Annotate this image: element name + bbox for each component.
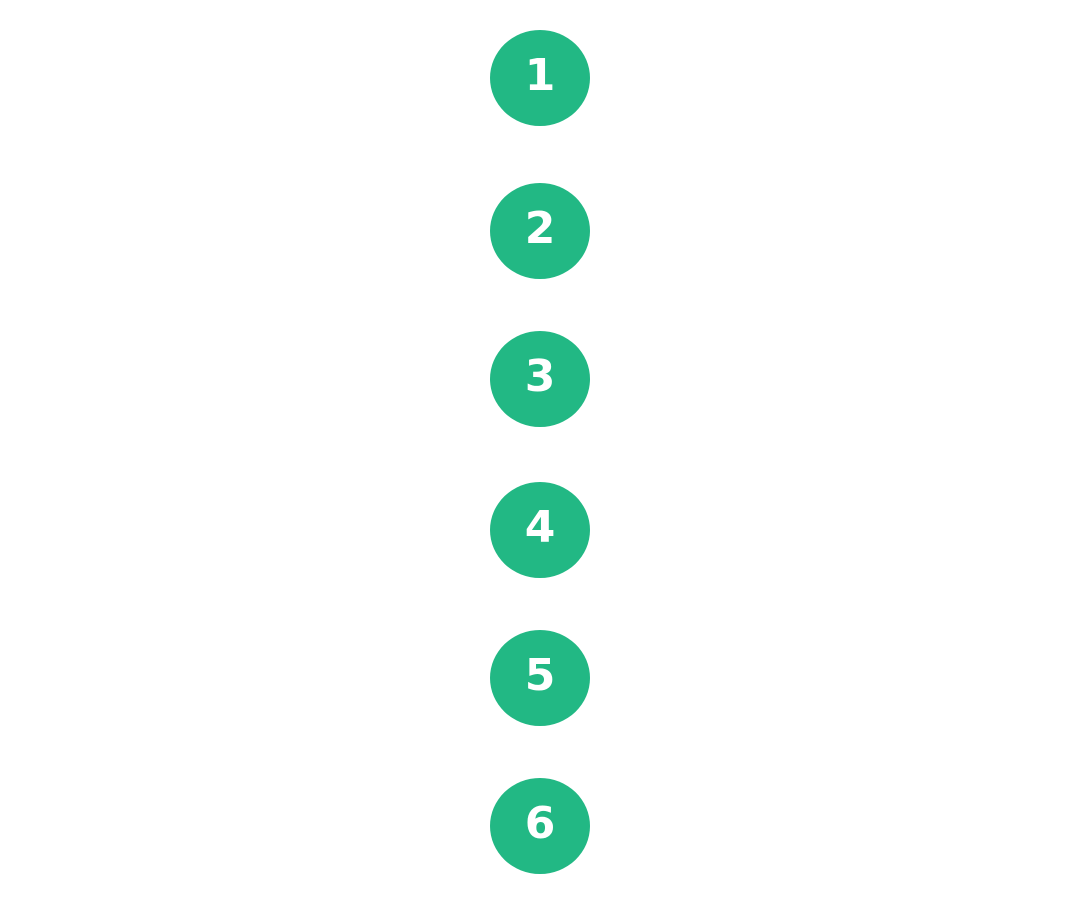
step-circle-5: 5 bbox=[490, 630, 590, 726]
step-circle-3: 3 bbox=[490, 331, 590, 427]
step-circle-6: 6 bbox=[490, 778, 590, 874]
step-number: 3 bbox=[524, 351, 556, 402]
step-number: 1 bbox=[524, 50, 556, 101]
step-number: 5 bbox=[524, 650, 556, 701]
step-number: 4 bbox=[524, 502, 556, 553]
step-number: 6 bbox=[524, 798, 556, 849]
step-circle-2: 2 bbox=[490, 183, 590, 279]
step-circle-4: 4 bbox=[490, 482, 590, 578]
step-circle-1: 1 bbox=[490, 30, 590, 126]
step-number: 2 bbox=[524, 203, 556, 254]
